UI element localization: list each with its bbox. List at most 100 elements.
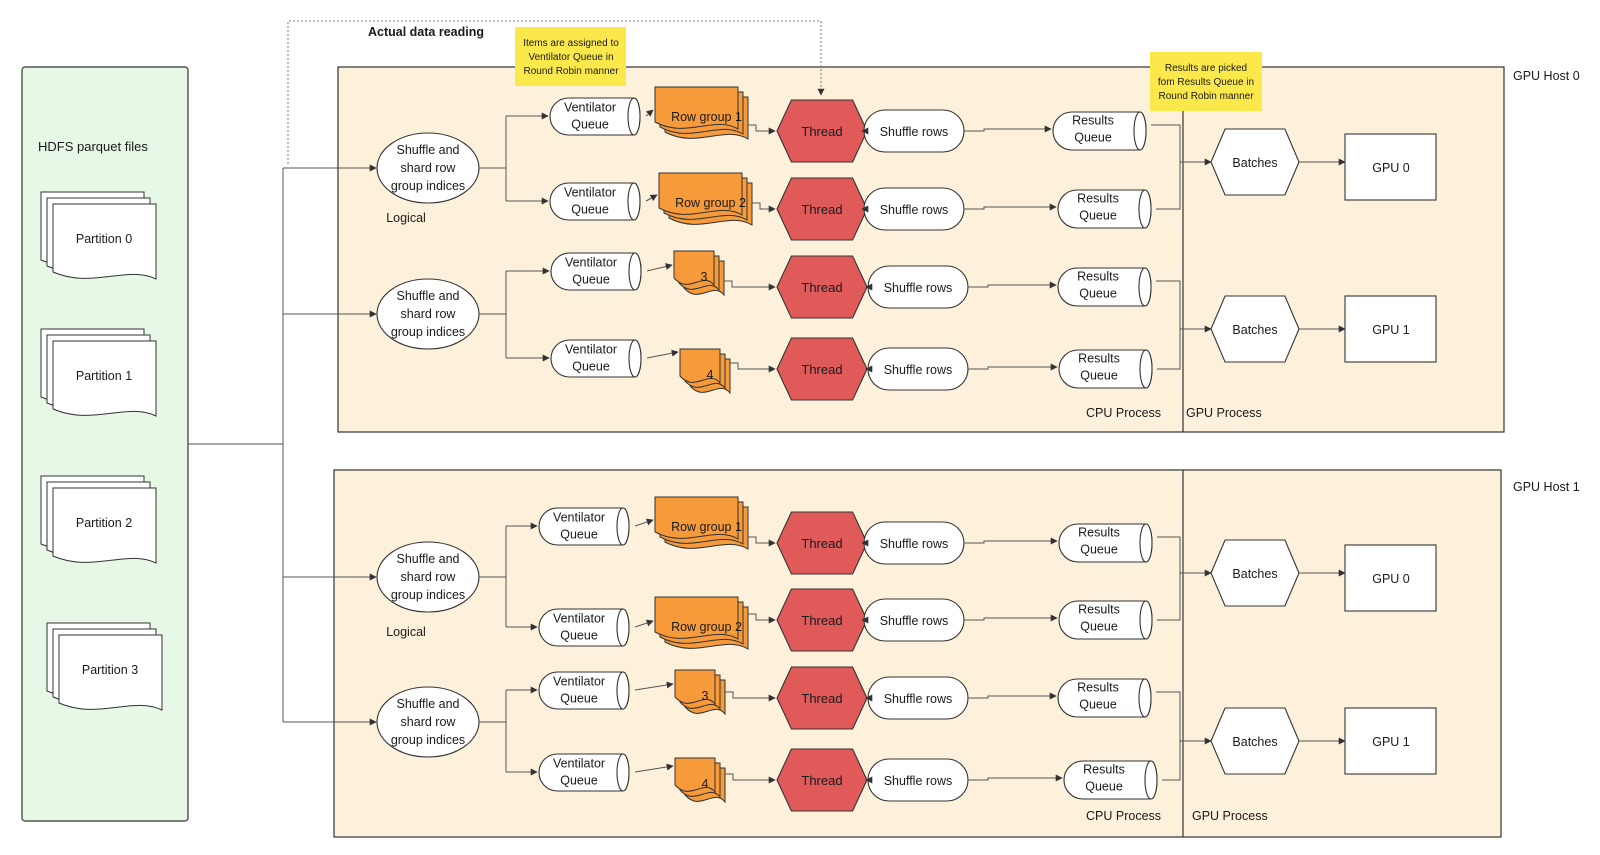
hdfs-title: HDFS parquet files [38, 139, 148, 154]
shuffle-to-results [964, 125, 1052, 133]
shuffle-to-results [964, 203, 1057, 211]
ventilator-label-line-2: Queue [572, 273, 610, 287]
shard-label-line-1: Shuffle and [396, 552, 459, 566]
row-group-label: 4 [702, 777, 709, 791]
results-queue-cap [1133, 111, 1147, 151]
row-group-to-thread [730, 362, 776, 373]
thread-label: Thread [801, 280, 842, 295]
results-label-line-2: Queue [1080, 369, 1118, 383]
results-label-line-1: Results [1078, 526, 1120, 540]
row-group-sheet-3 [658, 172, 743, 216]
partition-3-label: Partition 3 [82, 663, 138, 677]
row-group-sheet-3 [654, 496, 739, 540]
actual-data-reading-path [287, 20, 825, 164]
batches-label: Batches [1232, 735, 1277, 749]
results-queue-cap [1138, 189, 1152, 229]
results-merge-b [1157, 329, 1181, 370]
ventilator-queue-cap [616, 507, 630, 546]
gpu-box [1344, 295, 1437, 363]
shuffle-to-results [964, 537, 1058, 545]
batches-label: Batches [1232, 323, 1277, 337]
shuffle-rows-label: Shuffle rows [884, 281, 953, 295]
gpu-box [1344, 133, 1437, 201]
results-merge-b [1157, 573, 1181, 621]
ventilator-queue-cap [616, 671, 630, 710]
shuffle-rows-label: Shuffle rows [880, 125, 949, 139]
merge-1: Batches GPU 1 [1156, 280, 1437, 370]
ventilator-to-row-group [645, 194, 658, 202]
ventilator-label-line-1: Ventilator [553, 757, 605, 771]
thread-label: Thread [801, 124, 842, 139]
source-connectors [188, 164, 377, 726]
row-group-sheet-3 [679, 348, 721, 385]
cpu-process-label: CPU Process [1086, 406, 1161, 420]
results-label-line-2: Queue [1080, 543, 1118, 557]
shuffle-rows-label: Shuffle rows [884, 774, 953, 788]
thread-label: Thread [801, 362, 842, 377]
shuffle-rows-label: Shuffle rows [884, 692, 953, 706]
results-label-line-1: Results [1078, 352, 1120, 366]
ventilator-label-line-1: Ventilator [553, 511, 605, 525]
ventilator-to-row-group [646, 349, 679, 359]
ventilator-queue-cap [616, 753, 630, 792]
row-group-label: 3 [702, 689, 709, 703]
shuffle-to-results [968, 281, 1057, 289]
gpu-label: GPU 1 [1372, 323, 1410, 337]
ventilator-label-line-2: Queue [560, 528, 598, 542]
batches-label: Batches [1232, 156, 1277, 170]
results-label-line-1: Results [1072, 114, 1114, 128]
note-ventilator-line-3: Round Robin manner [523, 66, 619, 77]
shuffle-rows-label: Shuffle rows [880, 537, 949, 551]
gpu-process-label: GPU Process [1192, 809, 1268, 823]
results-label-line-2: Queue [1079, 698, 1117, 712]
ventilator-label-line-2: Queue [560, 692, 598, 706]
row-group-to-thread [725, 773, 776, 784]
logical-label: Logical [386, 625, 426, 639]
row-group-to-thread [752, 202, 776, 213]
ventilator-label-line-2: Queue [560, 774, 598, 788]
results-label-line-1: Results [1083, 763, 1125, 777]
results-label-line-1: Results [1077, 270, 1119, 284]
gpu-box [1344, 544, 1437, 612]
gpu-box [1344, 707, 1437, 775]
ventilator-label-line-2: Queue [571, 118, 609, 132]
thread-label: Thread [801, 773, 842, 788]
ventilator-label-line-1: Ventilator [564, 101, 616, 115]
shuffle-rows-label: Shuffle rows [880, 203, 949, 217]
ventilator-to-row-group [634, 518, 654, 527]
partition-0-label: Partition 0 [76, 232, 132, 246]
ventilator-label-line-1: Ventilator [564, 186, 616, 200]
results-merge-b [1156, 162, 1181, 210]
thread-label: Thread [801, 202, 842, 217]
ventilator-queue-cap [616, 608, 630, 647]
ventilator-label-line-1: Ventilator [553, 675, 605, 689]
ventilator-queue-cap [627, 182, 641, 221]
results-queue-cap [1138, 267, 1152, 307]
row-group-to-thread [748, 613, 776, 624]
ventilator-queue-cap [628, 252, 642, 291]
results-label-line-2: Queue [1074, 131, 1112, 145]
results-merge-b [1162, 741, 1181, 781]
sticky-note-results: Results are picked fom Results Queue in … [1150, 52, 1262, 111]
row-group-sheet-3 [654, 596, 739, 640]
results-merge-a [1156, 691, 1181, 741]
results-label-line-2: Queue [1080, 620, 1118, 634]
gpu-label: GPU 0 [1372, 161, 1410, 175]
results-queue-cap [1139, 523, 1153, 563]
results-label-line-2: Queue [1079, 287, 1117, 301]
merge-0: Batches GPU 0 [1151, 124, 1437, 210]
results-label-line-1: Results [1078, 603, 1120, 617]
partition-1: Partition 1 [40, 328, 157, 417]
gpu-label: GPU 0 [1372, 572, 1410, 586]
row-group-sheet-3 [654, 86, 739, 130]
